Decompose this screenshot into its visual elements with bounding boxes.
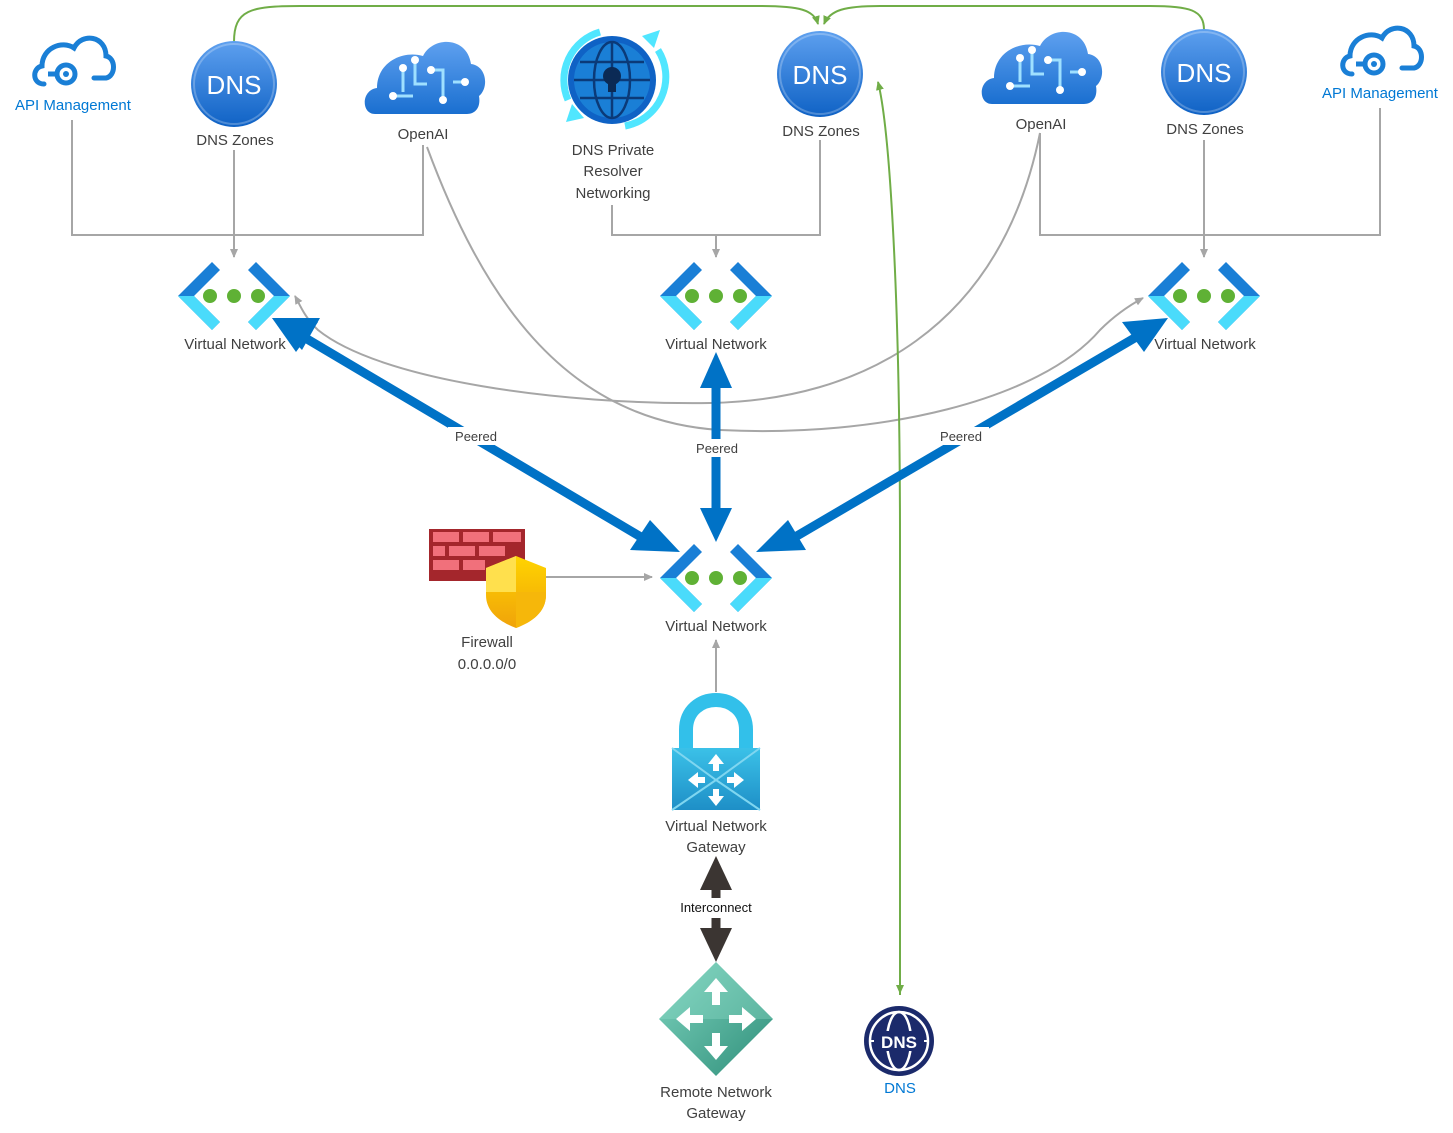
curve-openai-left-to-vnet-right: [426, 146, 1144, 433]
node-openai-right[interactable]: OpenAI: [980, 30, 1104, 133]
node-vnet-right[interactable]: Virtual Network: [1148, 262, 1260, 353]
dns-globe-icon: [864, 1006, 934, 1076]
dns-icon-text: DNS: [1177, 58, 1232, 88]
arrowhead-left-down: [630, 520, 680, 552]
connector-apim-right: [1204, 108, 1381, 236]
node-firewall[interactable]: Firewall 0.0.0.0/0: [429, 529, 546, 673]
arrowhead-center-down: [700, 508, 732, 542]
node-label-line-1: Remote Network: [660, 1084, 772, 1101]
node-vnet-gateway[interactable]: Virtual Network Gateway: [665, 693, 767, 856]
api-management-icon: [35, 38, 114, 84]
label-peered-left: Peered: [455, 429, 497, 444]
node-label: DNS: [884, 1080, 916, 1097]
openai-cloud-icon: [363, 40, 487, 116]
arrowhead-right-down: [756, 520, 806, 552]
dns-icon-text: DNS: [881, 1033, 917, 1052]
node-label-line-2: Gateway: [686, 839, 746, 856]
node-label: OpenAI: [1016, 116, 1067, 133]
connector-resolver: [611, 205, 716, 236]
node-label: DNS Zones: [196, 132, 274, 149]
node-label: DNS Zones: [782, 123, 860, 140]
dns-private-resolver-icon: [560, 28, 670, 130]
node-label-line-2: 0.0.0.0/0: [458, 656, 516, 673]
gray-connectors: [71, 108, 1381, 692]
node-label-line-3: Networking: [575, 185, 650, 202]
arrowhead-interconnect-up: [700, 856, 732, 890]
node-label: DNS Zones: [1166, 121, 1244, 138]
node-label: Virtual Network: [665, 336, 767, 353]
node-apim-right[interactable]: API Management: [1322, 28, 1439, 102]
connector-dnszones2: [716, 140, 821, 236]
dns-icon-text: DNS: [207, 70, 262, 100]
connector-openai-right: [1039, 133, 1204, 236]
arrowhead-right-up: [1122, 318, 1168, 352]
arrowhead-center-up: [700, 352, 732, 388]
node-label: Virtual Network: [184, 336, 286, 353]
node-vnet-hub[interactable]: Virtual Network: [660, 544, 772, 635]
node-label-line-1: Virtual Network: [665, 818, 767, 835]
label-peered-right: Peered: [940, 429, 982, 444]
arrowhead-interconnect-down: [700, 928, 732, 962]
node-dns-zones-2[interactable]: DNS DNS Zones: [776, 30, 864, 140]
virtual-network-icon: [660, 262, 772, 330]
peering-labels: Peered Peered Peered: [448, 427, 989, 457]
connector-apim-left: [71, 120, 234, 236]
interconnect-arrow: Interconnect: [680, 856, 752, 962]
node-vnet-left[interactable]: Virtual Network: [178, 262, 290, 353]
curve-openai-right-to-vnet-left: [294, 132, 1041, 405]
node-dns-zones-1[interactable]: DNS DNS Zones: [190, 40, 278, 149]
node-dns-onprem[interactable]: DNS DNS: [864, 1006, 934, 1097]
virtual-network-icon: [178, 262, 290, 330]
dns-link-onprem-zone2: [876, 81, 901, 995]
shield-icon: [486, 556, 546, 628]
connector-openai-left: [234, 145, 424, 236]
node-vnet-center[interactable]: Virtual Network: [660, 262, 772, 353]
label-peered-center: Peered: [696, 441, 738, 456]
node-label: Virtual Network: [665, 618, 767, 635]
node-dns-zones-3[interactable]: DNS DNS Zones: [1160, 28, 1248, 138]
api-management-icon: [1343, 28, 1422, 74]
lock-gateway-icon: [671, 693, 761, 811]
node-label-line-1: DNS Private: [572, 142, 655, 159]
dns-link-zone3-to-zone2: [823, 5, 1205, 31]
node-openai-left[interactable]: OpenAI: [363, 40, 487, 143]
node-label-line-2: Gateway: [686, 1105, 746, 1122]
node-label-line-1: Firewall: [461, 634, 513, 651]
virtual-network-icon: [660, 544, 772, 612]
dns-link-zone1-to-zone2: [233, 5, 820, 43]
node-label-line-2: Resolver: [583, 163, 642, 180]
peering-arrows: [272, 318, 1168, 552]
node-apim-left[interactable]: API Management: [15, 38, 132, 114]
remote-gateway-icon: [659, 962, 773, 1076]
node-dns-private-resolver[interactable]: DNS Private Resolver Networking: [560, 28, 670, 202]
node-remote-gateway[interactable]: Remote Network Gateway: [659, 962, 773, 1122]
label-interconnect: Interconnect: [680, 900, 752, 915]
node-label: API Management: [1322, 85, 1439, 102]
openai-cloud-icon: [980, 30, 1104, 106]
dns-icon-text: DNS: [793, 60, 848, 90]
node-label: OpenAI: [398, 126, 449, 143]
node-label: Virtual Network: [1154, 336, 1256, 353]
node-label: API Management: [15, 97, 132, 114]
